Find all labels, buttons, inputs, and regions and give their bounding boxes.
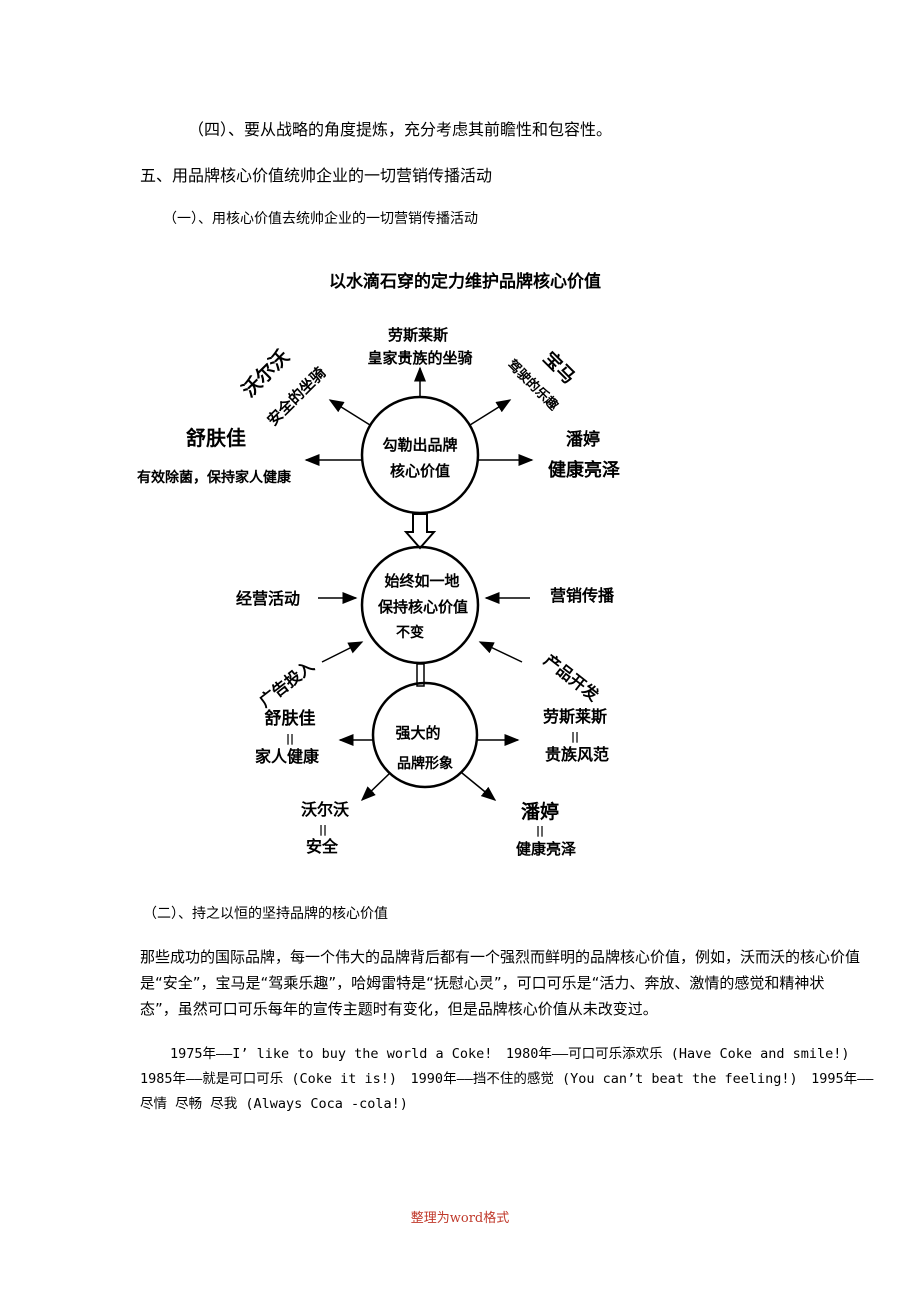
pantene-line2: 健康亮泽 — [548, 459, 620, 481]
b-volvo-eq: || — [319, 823, 327, 836]
hollow-down-arrow — [403, 513, 437, 550]
circle-mid-line3: 不变 — [396, 624, 424, 641]
bmw-line1: 宝马 — [539, 347, 580, 388]
circle-mid-line1: 始终如一地 — [384, 572, 459, 590]
arrow-from-product-dev — [478, 641, 523, 663]
pantene-line1: 潘婷 — [566, 429, 600, 450]
b-safeguard-eq: || — [286, 732, 294, 745]
safeguard-line1: 舒肤佳 — [186, 426, 246, 450]
arrow-to-bmw — [469, 399, 512, 426]
product-dev-label: 产品开发 — [540, 650, 603, 705]
subsection-1-title: （一）、用核心价值去统帅企业的一切营销传播活动 — [163, 211, 478, 227]
safeguard-line2: 有效除菌，保持家人健康 — [137, 469, 292, 486]
b-rolls-eq: || — [571, 730, 579, 743]
advertising-label: 广告投入 — [256, 656, 318, 710]
operations-label: 经营活动 — [236, 589, 300, 608]
brand-core-value-diagram: 以水滴石穿的定力维护品牌核心价值 勾勒出品牌 核心价值 劳斯莱斯 皇家贵族的坐骑… — [137, 271, 620, 858]
arrow-to-b-pantene — [461, 772, 497, 801]
rolls-line1: 劳斯莱斯 — [388, 326, 448, 344]
b-rolls: 劳斯莱斯 — [543, 707, 607, 726]
body-paragraph: 那些成功的国际品牌，每一个伟大的品牌背后都有一个强烈而鲜明的品牌核心价值，例如，… — [140, 948, 861, 1018]
circle-bottom-line1: 强大的 — [395, 724, 440, 742]
circle-bottom-line2: 品牌形象 — [397, 755, 453, 772]
circle-top-line2: 核心价值 — [390, 462, 450, 480]
circle-mid-line2: 保持核心价值 — [377, 598, 468, 616]
page-footer: 整理为word格式 — [410, 1211, 510, 1226]
marketing-label: 营销传播 — [550, 586, 615, 605]
b-shine: 健康亮泽 — [516, 840, 576, 858]
circle-keep-value — [360, 545, 480, 665]
arrow-to-b-volvo — [360, 772, 391, 802]
rolls-line2: 皇家贵族的坐骑 — [367, 349, 472, 367]
heading-4: （四）、要从战略的角度提炼，充分考虑其前瞻性和包容性。 — [188, 120, 613, 139]
volvo-line1: 沃尔沃 — [237, 345, 294, 402]
circle-brand-image — [371, 681, 479, 789]
coke-slogans: 1975年——I’ like to buy the world a Coke! … — [140, 1046, 874, 1112]
b-family-health: 家人健康 — [255, 747, 320, 766]
circle-core-value — [360, 395, 480, 515]
b-pantene-eq: || — [536, 824, 544, 837]
connector-mid-bottom — [416, 663, 425, 687]
b-safeguard: 舒肤佳 — [265, 708, 316, 729]
circle-top-line1: 勾勒出品牌 — [382, 436, 457, 454]
subsection-2-title: （二）、持之以恒的坚持品牌的核心价值 — [143, 906, 388, 922]
section-5-title: 五、用品牌核心价值统帅企业的一切营销传播活动 — [140, 166, 493, 185]
diagram-title: 以水滴石穿的定力维护品牌核心价值 — [329, 271, 601, 292]
arrow-from-advertising — [321, 641, 364, 663]
b-safety: 安全 — [306, 837, 339, 856]
b-noble: 贵族风范 — [545, 745, 609, 764]
b-volvo: 沃尔沃 — [301, 800, 349, 819]
arrow-to-volvo — [328, 399, 371, 426]
b-pantene: 潘婷 — [521, 800, 559, 823]
